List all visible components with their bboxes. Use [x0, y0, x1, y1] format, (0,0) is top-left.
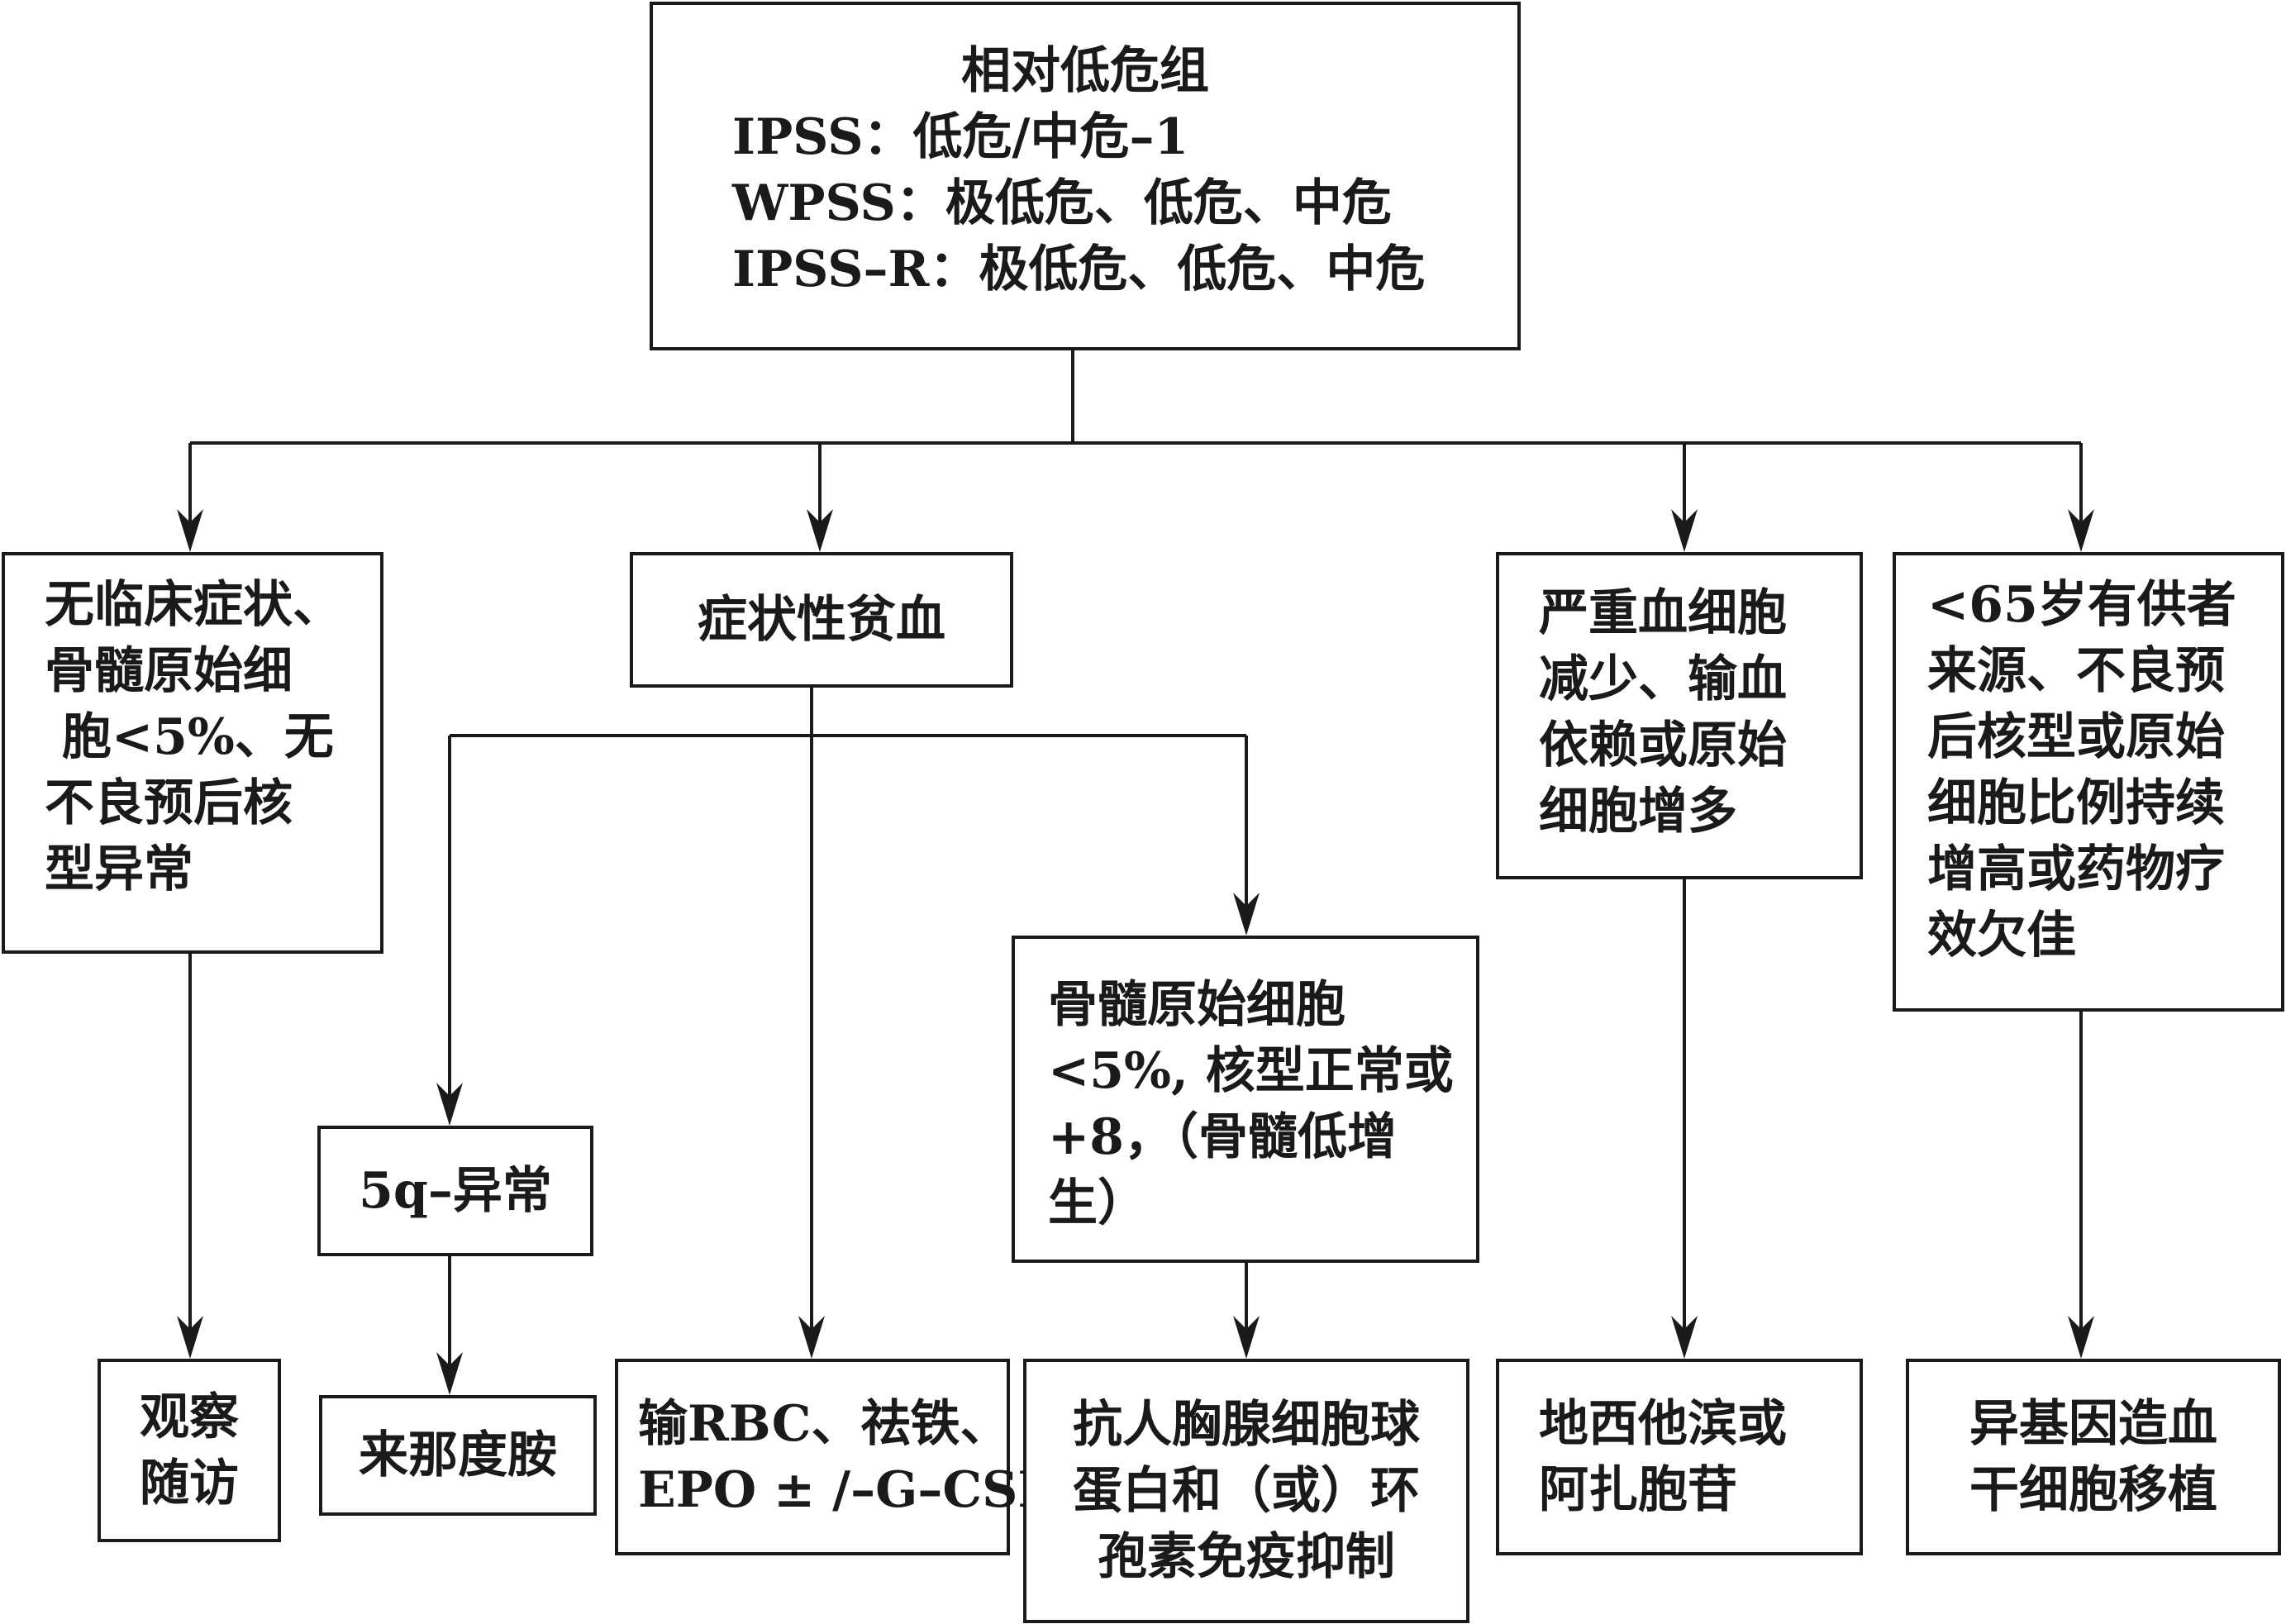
edge-5q-to-result-arrowhead	[436, 1352, 463, 1395]
edge-to-branch3-arrowhead	[1671, 509, 1698, 552]
branch2-general-result-node: 输RBC、祛铁、 EPO ± /–G–CSF	[615, 1359, 1054, 1555]
edge-marrow-to-result-arrowhead	[1233, 1316, 1260, 1359]
branch1-node: 无临床症状、 骨髓原始细 胞<5%、无 不良预后核 型异常	[2, 552, 383, 954]
branch2-marrow-result-node: 抗人胸腺细胞球 蛋白和（或）环 孢素免疫抑制	[1023, 1359, 1469, 1623]
branch4-node: <65岁有供者 来源、不良预 后核型或原始 细胞比例持续 增高或药物疗 效欠佳	[1893, 552, 2284, 1012]
edge-to-branch1-arrowhead	[177, 509, 203, 552]
branch3-line: 减少、输血	[1539, 650, 1787, 708]
branch1-result-line: 观察	[140, 1388, 239, 1446]
branch2-marrow-node: 骨髓原始细胞 <5%, 核型正常或 +8，（骨髓低增 生）	[1012, 936, 1479, 1263]
branch2-5q-node: 5q–异常	[317, 1126, 593, 1256]
branch3-line: 严重血细胞	[1539, 584, 1787, 642]
branch3-line: 依赖或原始	[1539, 717, 1787, 774]
branch3-result-node: 地西他滨或 阿扎胞苷	[1496, 1359, 1863, 1555]
branch4-line: 后核型或原始	[1927, 708, 2225, 766]
branch1-line: 无临床症状、	[45, 576, 342, 634]
branch3-node: 严重血细胞 减少、输血 依赖或原始 细胞增多	[1496, 552, 1863, 879]
branch4-line: 增高或药物疗	[1927, 841, 2225, 898]
branch2-node: 症状性贫血	[630, 552, 1013, 688]
top-node: 相对低危组 IPSS：低危/中危–1 WPSS：极低危、低危、中危 IPSS–R…	[650, 2, 1521, 350]
branch2-marrow-line: 骨髓原始细胞	[1048, 976, 1345, 1034]
branch1-line: 骨髓原始细	[45, 642, 293, 700]
branch1-line: 不良预后核	[45, 774, 293, 832]
branch1-line: 型异常	[45, 841, 193, 898]
branch2-label: 症状性贫血	[698, 591, 945, 649]
branch3-result-line: 阿扎胞苷	[1539, 1461, 1737, 1519]
branch1-result-node: 观察 随访	[98, 1359, 281, 1542]
branch2-marrow-result-line: 孢素免疫抑制	[1098, 1528, 1395, 1586]
branch4-result-line: 干细胞移植	[1969, 1461, 2217, 1519]
branch4-line: 效欠佳	[1927, 907, 2076, 964]
edge-branch2-to-marrow-arrowhead	[1233, 893, 1260, 936]
branch4-result-node: 异基因造血 干细胞移植	[1906, 1359, 2281, 1555]
top-node-line-ipssr: IPSS–R：极低危、低危、中危	[732, 241, 1426, 298]
branch2-general-result-line: EPO ± /–G–CSF	[638, 1461, 1054, 1519]
branch2-marrow-result-line: 蛋白和（或）环	[1073, 1462, 1420, 1520]
branch2-general-result-line: 输RBC、祛铁、	[638, 1395, 1010, 1453]
branch4-line: 来源、不良预	[1927, 642, 2225, 700]
branch2-marrow-line: 生）	[1048, 1174, 1147, 1232]
branch4-line: <65岁有供者	[1927, 576, 2236, 634]
top-node-line-wpss: WPSS：极低危、低危、中危	[732, 174, 1392, 232]
branch4-result-line: 异基因造血	[1969, 1395, 2217, 1453]
edge-branch2-to-5q-arrowhead	[436, 1083, 463, 1126]
branch2-5q-result-label: 来那度胺	[359, 1426, 557, 1484]
branch2-marrow-line: +8，（骨髓低增	[1048, 1108, 1398, 1166]
edge-branch1-to-result-arrowhead	[177, 1316, 203, 1359]
branch3-result-line: 地西他滨或	[1539, 1395, 1787, 1453]
top-node-line-ipss: IPSS：低危/中危–1	[732, 108, 1189, 166]
edge-branch4-to-result-arrowhead	[2068, 1316, 2094, 1359]
branch2-marrow-line: <5%, 核型正常或	[1048, 1042, 1454, 1100]
branch3-line: 细胞增多	[1539, 783, 1737, 841]
edge-to-branch2-arrowhead	[807, 509, 833, 552]
branch1-line: 胞<5%、无	[45, 708, 334, 766]
branch2-5q-label: 5q–异常	[359, 1162, 552, 1220]
top-node-title: 相对低危组	[961, 42, 1209, 100]
branch2-marrow-result-line: 抗人胸腺细胞球	[1073, 1396, 1420, 1454]
edge-to-branch4-arrowhead	[2068, 509, 2094, 552]
edge-branch2-to-general-result-arrowhead	[798, 1316, 825, 1359]
branch2-5q-result-node: 来那度胺	[319, 1395, 597, 1516]
branch4-line: 细胞比例持续	[1927, 774, 2225, 832]
edge-branch3-to-result-arrowhead	[1671, 1316, 1698, 1359]
branch1-result-line: 随访	[140, 1455, 239, 1512]
